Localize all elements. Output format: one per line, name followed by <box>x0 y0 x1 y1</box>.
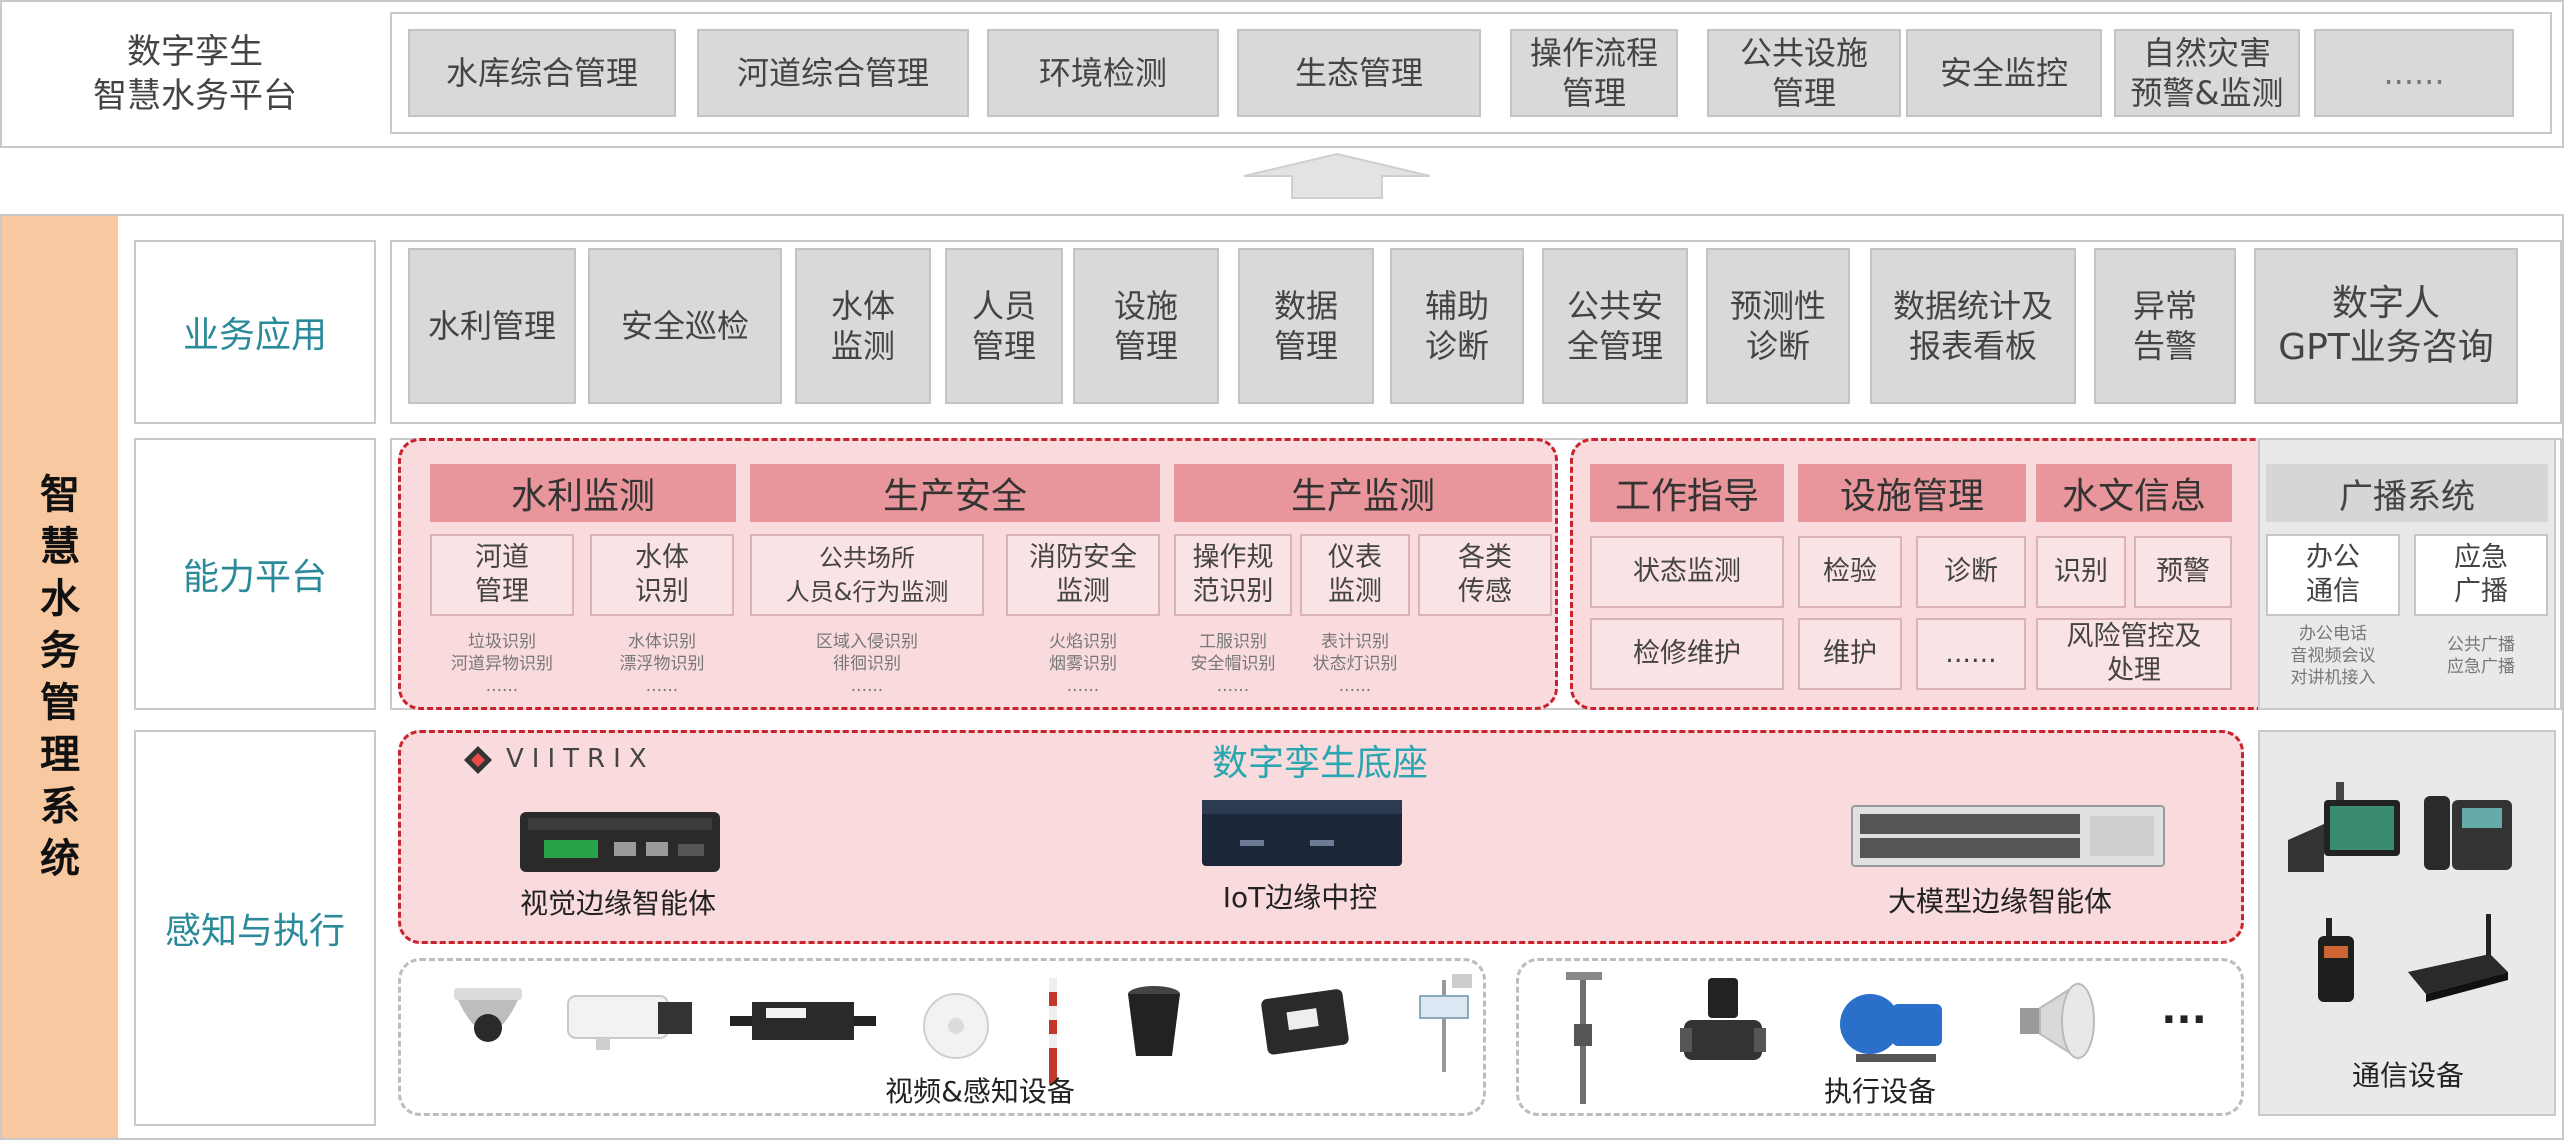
cap-note-water-id: 水体识别漂浮物识别...... <box>619 632 705 696</box>
top-module-disaster: 自然灾害预警&监测 <box>2114 29 2300 117</box>
llm-edge-server-icon <box>1851 805 2165 867</box>
bullet-camera-icon <box>567 995 692 1050</box>
business-module-data: 数据管理 <box>1238 248 1374 404</box>
iot-edge-controller-label: IoT边缘中控 <box>1222 881 1378 914</box>
cap-sub-maintenance-repair: 检修维护 <box>1590 618 1784 690</box>
solenoid-valve-icon <box>1680 978 1766 1060</box>
top-module-environment: 环境检测 <box>987 29 1219 117</box>
business-module-patrol: 安全巡检 <box>588 248 782 404</box>
cap-sub-diagnosis: 诊断 <box>1916 536 2026 608</box>
cap-sub-more: ...... <box>1916 618 2026 690</box>
sensing-devices-label: 视频&感知设备 <box>885 1075 1075 1108</box>
layer-label-business: 业务应用 <box>134 240 376 424</box>
execution-devices-label: 执行设备 <box>1823 1075 1936 1108</box>
communication-panel <box>2258 730 2556 1116</box>
wireless-router-icon <box>2408 914 2508 1002</box>
llm-edge-server-label: 大模型边缘智能体 <box>1887 885 2112 918</box>
business-module-assist-diagnosis: 辅助诊断 <box>1390 248 1524 404</box>
viitrix-logo-icon <box>464 746 492 774</box>
cap-note-fire-safety: 火焰识别烟雾识别...... <box>1049 632 1117 696</box>
top-platform-title: 数字孪生 智慧水务平台 <box>0 0 390 148</box>
vision-edge-device-icon <box>520 812 720 872</box>
cap-header-production-monitor: 生产监测 <box>1174 464 1552 522</box>
sensor-module-icon <box>730 1002 876 1040</box>
smoke-detector-icon <box>923 993 989 1059</box>
cap-note-river: 垃圾识别河道异物识别...... <box>451 632 553 696</box>
cap-note-meter: 表计识别状态灯识别...... <box>1312 632 1398 696</box>
digital-twin-base-title: 数字孪生底座 <box>1211 743 1428 784</box>
layer-label-perception: 感知与执行 <box>134 730 376 1126</box>
ip-phone-icon <box>2424 796 2512 870</box>
water-level-gauge-icon <box>1049 978 1057 1084</box>
top-module-operation: 操作流程管理 <box>1510 29 1678 117</box>
layer-label-capability: 能力平台 <box>134 438 376 710</box>
communication-devices-label: 通信设备 <box>2351 1059 2464 1092</box>
cap-sub-water-id: 水体识别 <box>590 534 734 616</box>
cap-sub-meter: 仪表监测 <box>1300 534 1410 616</box>
broadcast-note-emergency: 公共广播应急广播 <box>2447 635 2515 677</box>
top-module-reservoir: 水库综合管理 <box>408 29 676 117</box>
rain-gauge-icon <box>1128 986 1180 1056</box>
business-module-water-conservancy: 水利管理 <box>408 248 576 404</box>
cap-sub-identify: 识别 <box>2036 536 2126 608</box>
cap-header-hydrology: 水文信息 <box>2036 464 2232 522</box>
business-module-alarm: 异常告警 <box>2094 248 2236 404</box>
top-title-line-1: 数字孪生 <box>127 32 263 72</box>
cap-sub-public-area: 公共场所人员&行为监测 <box>750 534 984 616</box>
cap-header-facility-mgmt: 设施管理 <box>1798 464 2026 522</box>
top-module-ecology: 生态管理 <box>1237 29 1481 117</box>
top-module-more: ...... <box>2314 29 2514 117</box>
cap-note-operation-spec: 工服识别安全帽识别...... <box>1190 632 1276 696</box>
broadcast-header: 广播系统 <box>2266 464 2548 522</box>
cap-header-production-safety: 生产安全 <box>750 464 1160 522</box>
cap-sub-river: 河道管理 <box>430 534 574 616</box>
execution-more: ... <box>2161 987 2207 1033</box>
business-module-facility: 设施管理 <box>1073 248 1219 404</box>
system-frame <box>0 214 2564 1140</box>
top-module-public-facility: 公共设施管理 <box>1707 29 1901 117</box>
cap-sub-inspection: 检验 <box>1798 536 1902 608</box>
smart-pole-icon <box>1566 972 1602 1104</box>
walkie-talkie-icon <box>2318 918 2354 1002</box>
business-module-predictive: 预测性诊断 <box>1706 248 1850 404</box>
cap-sub-sensors: 各类传感 <box>1418 534 1552 616</box>
vision-edge-device-label: 视觉边缘智能体 <box>519 887 716 920</box>
top-title-line-2: 智慧水务平台 <box>93 76 297 116</box>
cap-sub-fire-safety: 消防安全监测 <box>1006 534 1160 616</box>
loudspeaker-icon <box>2020 982 2095 1060</box>
up-arrow-icon <box>1243 152 1431 199</box>
cap-sub-maintenance: 维护 <box>1798 618 1902 690</box>
business-module-water-monitor: 水体监测 <box>795 248 931 404</box>
cap-header-water-monitor: 水利监测 <box>430 464 736 522</box>
cap-note-public-area: 区域入侵识别徘徊识别...... <box>816 632 918 696</box>
water-pump-icon <box>1840 994 1942 1062</box>
top-module-river: 河道综合管理 <box>697 29 969 117</box>
broadcast-note-office: 办公电话音视频会议对讲机接入 <box>2290 624 2376 688</box>
dome-camera-icon <box>454 988 522 1042</box>
cap-sub-warning: 预警 <box>2134 536 2232 608</box>
system-side-title-text: 智慧水务管理系统 <box>40 472 80 882</box>
video-phone-icon <box>2288 782 2400 872</box>
iot-edge-controller-icon <box>1202 800 1402 866</box>
gateway-box-icon <box>1261 989 1349 1055</box>
business-module-public-safety: 公共安全管理 <box>1542 248 1688 404</box>
cap-header-work-guidance: 工作指导 <box>1590 464 1784 522</box>
business-module-personnel: 人员管理 <box>945 248 1063 404</box>
broadcast-sub-office: 办公通信 <box>2266 534 2400 616</box>
top-module-security: 安全监控 <box>1906 29 2102 117</box>
system-side-title: 智慧水务管理系统 <box>2 216 118 1138</box>
cap-sub-risk-control: 风险管控及处理 <box>2036 618 2232 690</box>
cap-sub-status-monitor: 状态监测 <box>1590 536 1784 608</box>
cap-sub-operation-spec: 操作规范识别 <box>1174 534 1292 616</box>
viitrix-logo-text: VIITRIX <box>506 744 655 774</box>
business-module-dashboard: 数据统计及报表看板 <box>1870 248 2076 404</box>
broadcast-sub-emergency: 应急广播 <box>2414 534 2548 616</box>
weather-station-icon <box>1419 974 1472 1072</box>
